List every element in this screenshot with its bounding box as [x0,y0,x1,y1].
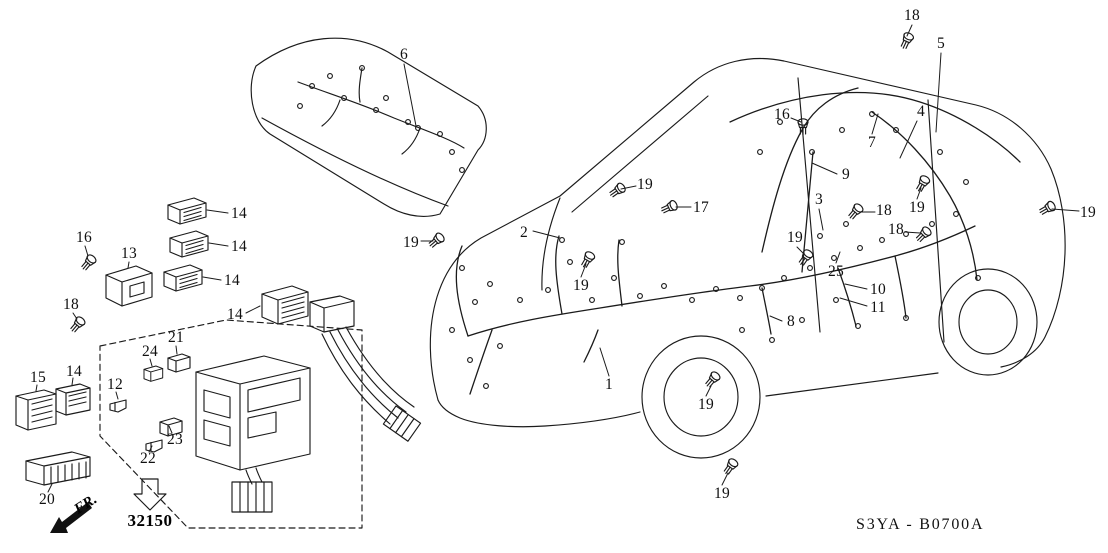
front-wheel [641,335,761,459]
bracket-23 [159,417,183,437]
clip-22 [145,439,163,453]
bolt-icon [721,456,740,477]
bolt-icon [578,249,597,270]
bolt-icon [607,181,628,200]
harness-connector-clips [449,111,981,389]
relay-14-third [163,264,203,292]
bolt-icon [898,30,916,51]
relay-14-first [167,197,207,225]
bolt-icon [913,173,932,194]
bolt-icon [702,369,723,390]
diagram-code: S3YA - B0700A [856,516,985,533]
ref-arrow-icon [133,478,167,511]
ref-number: 32150 [127,511,173,530]
relay-13 [105,265,153,307]
connector-14-left [55,383,91,416]
clip-12 [109,399,127,413]
bolt-icon [1037,199,1058,218]
connector-15 [15,389,57,431]
bolt-icon [913,224,934,245]
rear-shelf-harness [250,37,487,217]
bolt-icon [67,314,88,335]
bolt-icon [796,247,815,268]
bolt-icon [845,201,866,222]
fuse-box-lower-connector [231,467,273,513]
fr-arrow-icon [50,502,92,533]
rear-wheel [938,268,1038,376]
floor-wire-harness [455,87,1021,395]
connector-14-fourth [261,285,309,325]
fuse-box-assembly [195,355,311,471]
car-body-outline [429,58,1066,428]
leader-lines [35,24,1080,493]
dash-harness-connector [309,295,422,442]
dashed-boundary [99,319,363,529]
bracket-24 [143,365,164,382]
bracket-21 [167,353,191,373]
relay-14-second [169,230,209,258]
connector-20 [25,451,91,486]
